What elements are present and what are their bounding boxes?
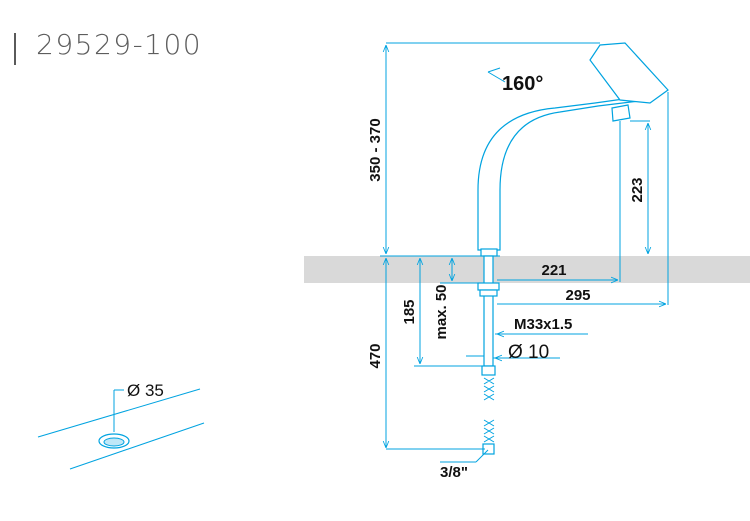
- title-accent-bar: [14, 33, 16, 65]
- dim-hose-185: 185: [401, 299, 418, 324]
- hole-detail: [37, 388, 205, 470]
- dim-thread: M33x1.5: [514, 316, 572, 333]
- dim-hole-diameter: Ø 35: [127, 381, 164, 400]
- dim-reach-221: 221: [541, 262, 566, 279]
- dim-max-thickness: max. 50: [433, 284, 450, 339]
- model-number: 29529-100: [36, 28, 203, 61]
- dim-outlet-height: 223: [629, 177, 646, 202]
- dim-total-below: 470: [367, 343, 384, 368]
- angle-label: 160°: [502, 73, 543, 95]
- dimension-lines: [380, 42, 669, 463]
- dim-tube-diameter: Ø 10: [508, 342, 549, 363]
- faucet-spout: [477, 42, 669, 257]
- dim-height-above: 350 - 370: [367, 118, 384, 181]
- shank-and-hose: [477, 255, 500, 455]
- dim-reach-295: 295: [565, 287, 590, 304]
- dim-connection: 3/8": [440, 464, 468, 481]
- countertop-band: [304, 256, 750, 283]
